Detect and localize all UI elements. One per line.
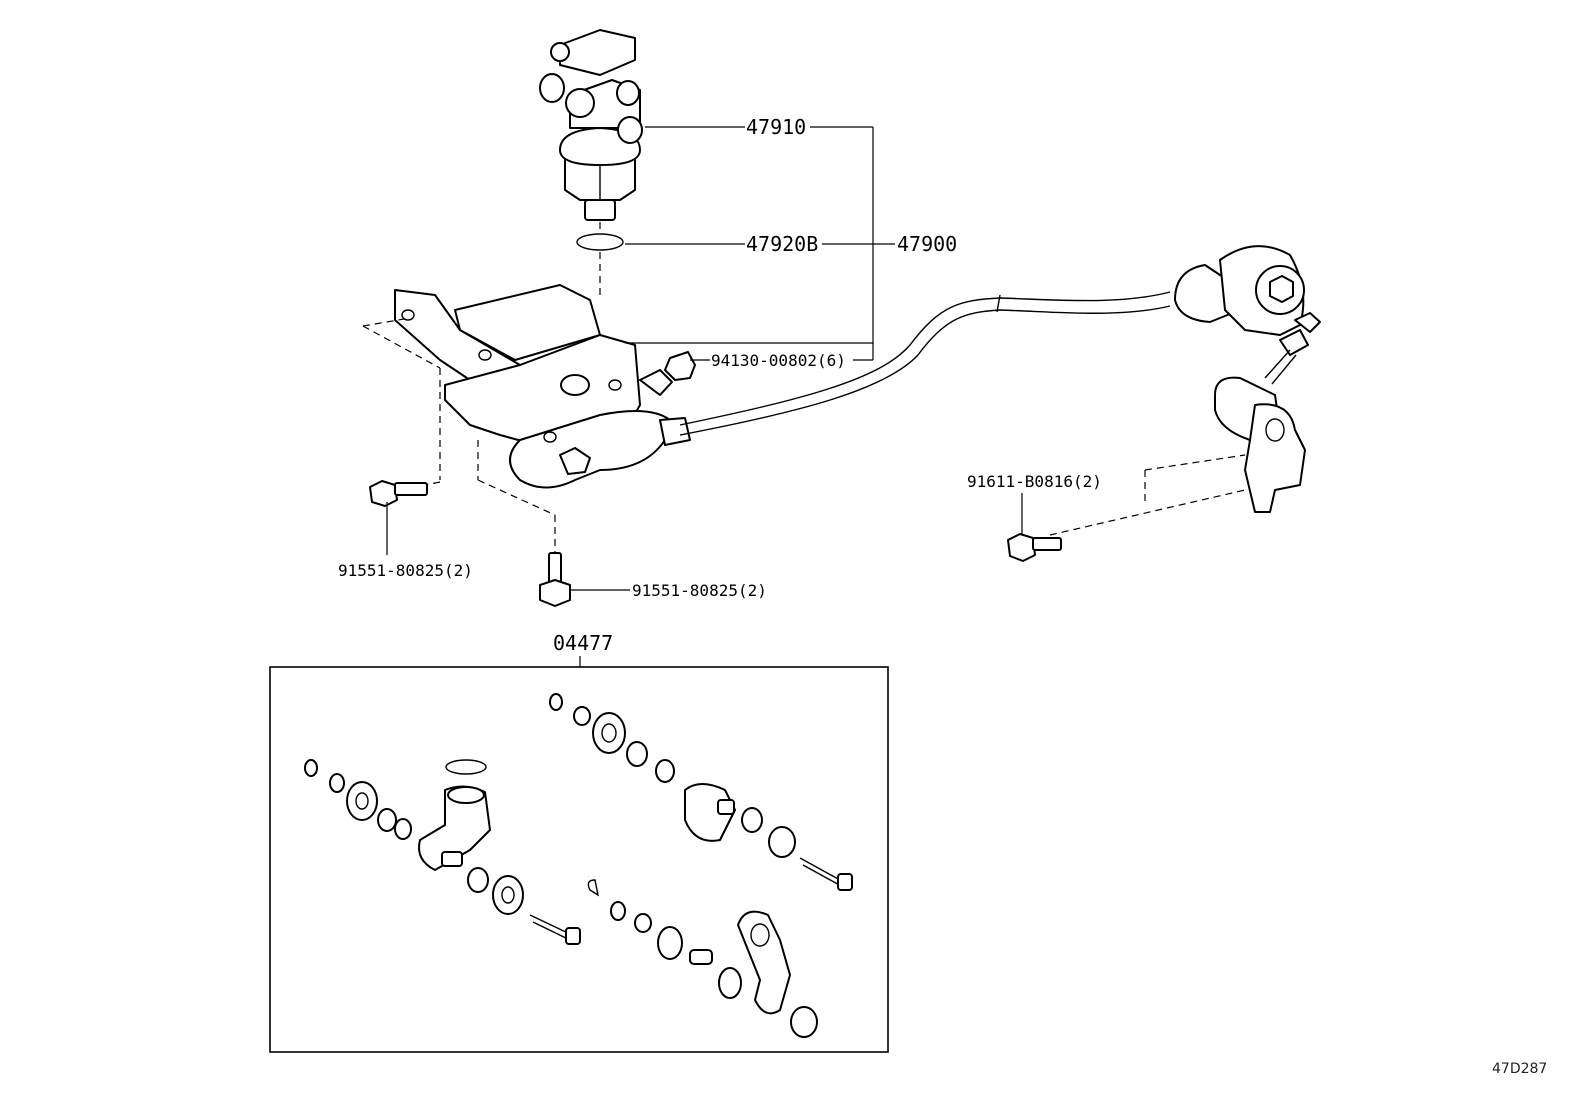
label-nut: 94130-00802(6): [711, 351, 846, 370]
label-sensor-valve: 47910: [746, 115, 806, 139]
label-assembly: 47900: [897, 232, 957, 256]
diagram-code: 47D287: [1492, 1061, 1547, 1077]
label-kit: 04477: [553, 631, 613, 655]
link-arm-icon[interactable]: [1049, 245, 1321, 536]
repair-kit-parts-icon[interactable]: [304, 693, 853, 1038]
label-o-ring: 47920B: [746, 232, 818, 256]
kit-box: [269, 666, 889, 1053]
bolt-bottom-icon[interactable]: [539, 552, 571, 607]
sensor-valve-icon[interactable]: [539, 29, 643, 221]
label-bolt-right: 91611-B0816(2): [967, 472, 1102, 491]
bracket-icon[interactable]: [394, 284, 691, 489]
label-bolt-left: 91551-80825(2): [338, 561, 473, 580]
link-rod-icon[interactable]: [679, 291, 1171, 436]
bolt-left-icon[interactable]: [369, 480, 428, 507]
o-ring-icon[interactable]: [576, 222, 624, 300]
leader-lines: [386, 126, 1023, 667]
flange-nut-icon[interactable]: [664, 351, 696, 381]
bolt-right-icon[interactable]: [1007, 533, 1062, 562]
label-bolt-bottom: 91551-80825(2): [632, 581, 767, 600]
